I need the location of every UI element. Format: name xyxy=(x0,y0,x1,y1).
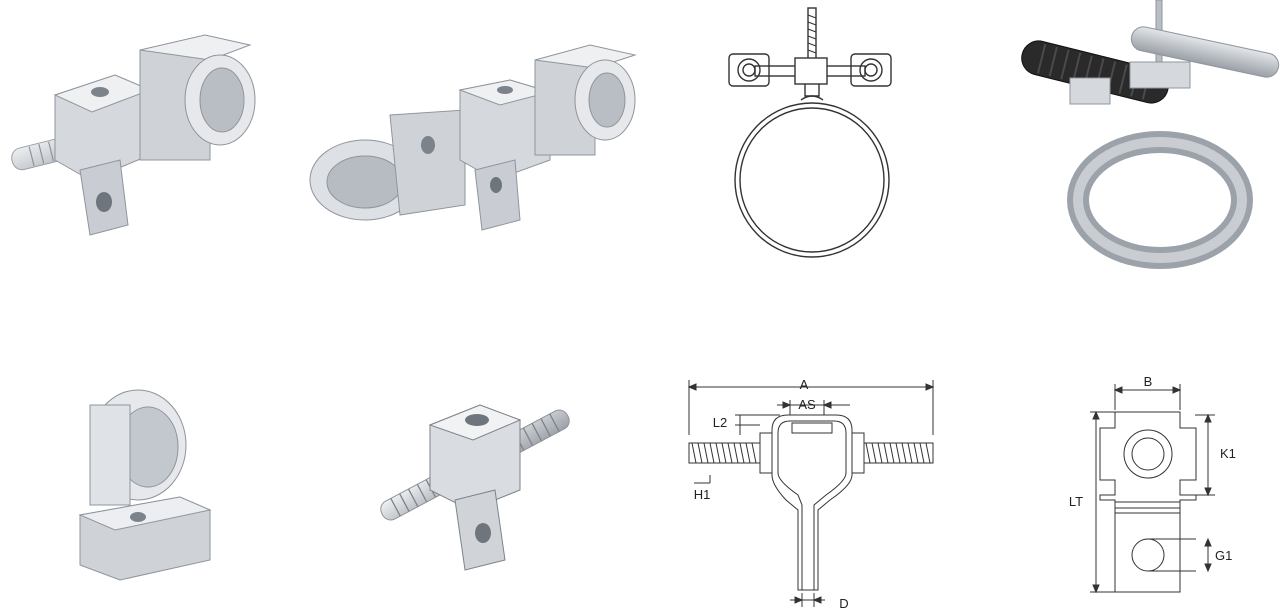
product-image-clamp-assembly xyxy=(0,20,270,250)
dim-label-as: AS xyxy=(798,397,816,412)
dim-label-lt: LT xyxy=(1069,494,1083,509)
dimension-drawing-bracket: A AS L2 H1 D xyxy=(680,375,945,611)
technical-drawing-ring-hanger xyxy=(715,0,905,270)
product-image-double-clamp-assembly xyxy=(300,20,660,250)
dim-label-l2: L2 xyxy=(713,415,727,430)
product-image-single-clamp xyxy=(60,385,230,590)
dim-label-a: A xyxy=(800,377,809,392)
dim-label-b: B xyxy=(1144,374,1153,389)
dim-label-g1: G1 xyxy=(1215,548,1232,563)
dim-label-h1: H1 xyxy=(694,487,711,502)
product-image-threaded-bracket xyxy=(365,385,580,575)
dim-label-d: D xyxy=(839,596,848,610)
product-image-pipe-hanger-insulated xyxy=(1010,0,1281,280)
dimension-drawing-clip: B K1 LT G1 xyxy=(1060,370,1240,600)
dim-label-k1: K1 xyxy=(1220,446,1236,461)
